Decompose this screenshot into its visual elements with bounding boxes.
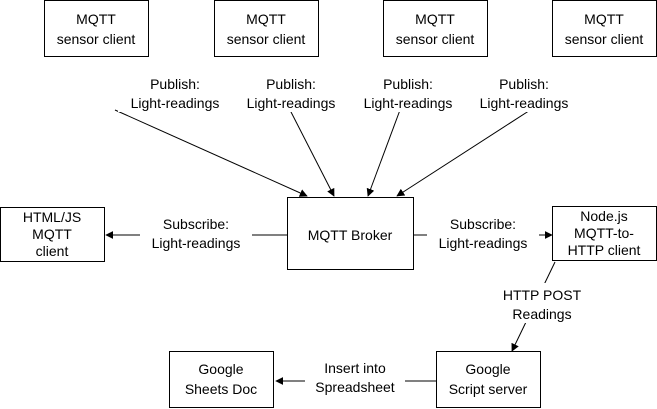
publish-label-2: Publish: Light-readings <box>235 74 347 112</box>
html-js-client-node: HTML/JS MQTT client <box>0 207 105 262</box>
insert-label: Insert into Spreadsheet <box>305 358 405 398</box>
publish-arrow-4 <box>396 104 539 197</box>
sensor-client-3-line-1: MQTT <box>415 11 455 27</box>
sensor-client-node-4: MQTT sensor client <box>552 0 657 57</box>
sensor-client-node-1: MQTT sensor client <box>44 0 149 57</box>
sensor-client-1-line-1: MQTT <box>76 11 116 27</box>
mqtt-broker-label: MQTT Broker <box>308 227 393 243</box>
sensor-client-node-2: MQTT sensor client <box>214 0 319 57</box>
publish-label-2-line-2: Light-readings <box>247 95 336 111</box>
google-sheets-doc-node: Google Sheets Doc <box>169 351 274 408</box>
publish-label-3-line-2: Light-readings <box>364 95 453 111</box>
publish-label-1-line-2: Light-readings <box>131 95 220 111</box>
sensor-client-4-line-2: sensor client <box>565 31 644 47</box>
http-post-label-line-1: HTTP POST <box>503 287 582 303</box>
insert-label-line-2: Spreadsheet <box>315 379 395 395</box>
edge-labels-layer: Publish: Light-readings Publish: Light-r… <box>118 74 588 398</box>
publish-arrow-3 <box>366 109 401 197</box>
sensor-client-2-line-2: sensor client <box>227 31 306 47</box>
node-client-line-2: MQTT-to- <box>574 225 634 241</box>
sensor-client-node-3: MQTT sensor client <box>383 0 488 57</box>
publish-label-4-line-1: Publish: <box>499 76 549 92</box>
sensor-client-4-line-1: MQTT <box>584 11 624 27</box>
node-js-client-node: Node.js MQTT-to- HTTP client <box>552 206 657 261</box>
sensor-client-3-line-2: sensor client <box>396 31 475 47</box>
sheets-doc-line-2: Sheets Doc <box>185 381 257 397</box>
http-post-label: HTTP POST Readings <box>498 283 588 323</box>
publish-label-3: Publish: Light-readings <box>352 74 464 112</box>
google-script-server-node: Google Script server <box>436 351 541 408</box>
publish-label-3-line-1: Publish: <box>383 76 433 92</box>
publish-label-1: Publish: Light-readings <box>118 74 230 112</box>
insert-label-line-1: Insert into <box>324 360 386 376</box>
html-client-line-2: MQTT <box>32 226 72 242</box>
sensor-client-2-line-1: MQTT <box>246 11 286 27</box>
subscribe-node-label-line-1: Subscribe: <box>450 216 516 232</box>
publish-arrow-2 <box>289 109 335 197</box>
script-server-line-2: Script server <box>449 381 528 397</box>
publish-label-2-line-1: Publish: <box>266 76 316 92</box>
mqtt-broker-node: MQTT Broker <box>287 197 414 270</box>
subscribe-html-label-line-1: Subscribe: <box>163 216 229 232</box>
publish-label-1-line-1: Publish: <box>150 76 200 92</box>
http-post-label-line-2: Readings <box>512 306 571 322</box>
subscribe-html-label-line-2: Light-readings <box>152 235 241 251</box>
publish-arrow-1 <box>114 109 308 197</box>
publish-label-4: Publish: Light-readings <box>468 74 580 112</box>
node-client-line-3: HTTP client <box>568 242 641 258</box>
html-client-line-1: HTML/JS <box>23 209 81 225</box>
script-server-line-1: Google <box>465 361 510 377</box>
subscribe-node-label-line-2: Light-readings <box>439 235 528 251</box>
subscribe-node-label: Subscribe: Light-readings <box>427 214 539 252</box>
subscribe-html-label: Subscribe: Light-readings <box>140 214 252 252</box>
publish-label-4-line-2: Light-readings <box>480 95 569 111</box>
sheets-doc-line-1: Google <box>198 361 243 377</box>
html-client-line-3: client <box>36 243 69 259</box>
node-client-line-1: Node.js <box>580 208 627 224</box>
sensor-client-1-line-2: sensor client <box>57 31 136 47</box>
